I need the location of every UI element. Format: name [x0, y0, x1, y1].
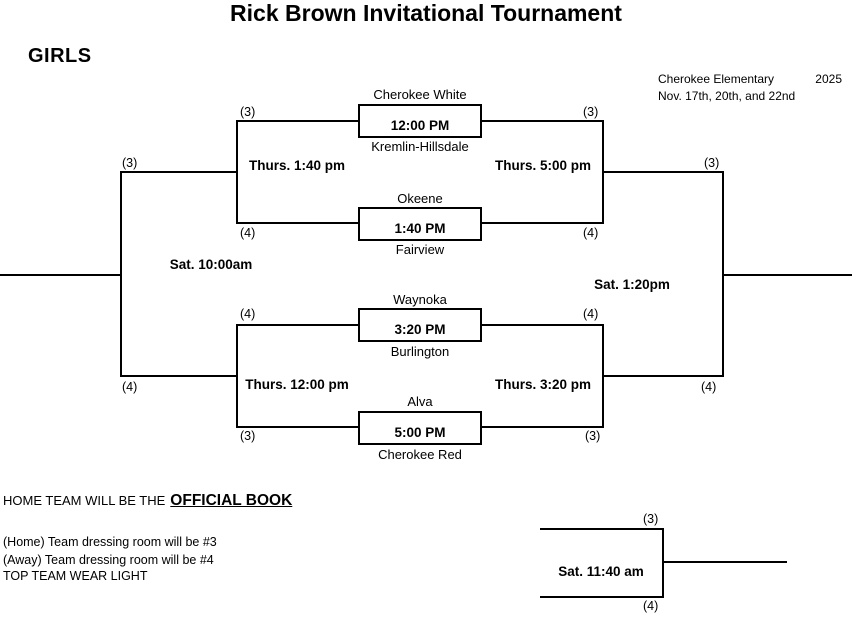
round2-label-left-bottom: Thurs. 12:00 pm — [245, 377, 349, 392]
seed-label: (4) — [583, 226, 599, 240]
bracket-line — [540, 596, 664, 598]
game-time: 5:00 PM — [394, 425, 446, 440]
bracket-line — [662, 528, 664, 598]
game-time: 12:00 PM — [390, 118, 450, 133]
year-label: 2025 — [815, 72, 842, 86]
seed-label: (4) — [122, 380, 138, 394]
seed-label: (4) — [583, 307, 599, 321]
seed-label: (3) — [704, 156, 720, 170]
game-time: 1:40 PM — [394, 221, 446, 236]
bracket-line — [662, 561, 787, 563]
bracket-line — [120, 375, 238, 377]
official-book-prefix: HOME TEAM WILL BE THE — [3, 493, 166, 508]
bracket-line — [0, 274, 120, 276]
seed-label: (3) — [583, 105, 599, 119]
team-name-bottom: Kremlin-Hillsdale — [371, 139, 469, 154]
game-box-4: 5:00 PM — [358, 411, 482, 445]
home-room-note: (Home) Team dressing room will be #3 — [3, 535, 217, 549]
seed-label: (4) — [240, 226, 256, 240]
seed-label: (4) — [643, 599, 659, 613]
bracket-line — [602, 171, 724, 173]
team-name-top: Okeene — [397, 191, 443, 206]
bracket-line — [120, 171, 122, 377]
team-name-top: Cherokee White — [373, 87, 467, 102]
team-name-top: Alva — [407, 394, 433, 409]
seed-label: (3) — [240, 105, 256, 119]
final-label-left: Sat. 10:00am — [169, 257, 253, 272]
seed-label: (3) — [122, 156, 138, 170]
official-book-note: HOME TEAM WILL BE THE OFFICIAL BOOK — [3, 492, 292, 510]
event-info: Cherokee Elementary 2025 Nov. 17th, 20th… — [658, 71, 842, 105]
team-name-bottom: Burlington — [390, 344, 450, 359]
bracket-line — [236, 222, 358, 224]
game-box-1: 12:00 PM — [358, 104, 482, 138]
seed-label: (3) — [240, 429, 256, 443]
round2-label-right-bottom: Thurs. 3:20 pm — [494, 377, 592, 392]
seed-label: (4) — [701, 380, 717, 394]
bracket-line — [602, 375, 724, 377]
page-title: Rick Brown Invitational Tournament — [230, 0, 622, 26]
dates-label: Nov. 17th, 20th, and 22nd — [658, 89, 796, 103]
official-book-emphasis: OFFICIAL BOOK — [170, 492, 293, 509]
bracket-line — [722, 274, 852, 276]
bracket-line — [482, 426, 604, 428]
round2-label-right-top: Thurs. 5:00 pm — [494, 158, 592, 173]
seed-label: (3) — [643, 512, 659, 526]
bracket-line — [482, 222, 604, 224]
bracket-line — [236, 120, 358, 122]
team-name-bottom: Fairview — [395, 242, 445, 257]
game-box-2: 1:40 PM — [358, 207, 482, 241]
bracket-line — [236, 426, 358, 428]
venue-label: Cherokee Elementary — [658, 72, 775, 86]
team-name-bottom: Cherokee Red — [378, 447, 462, 462]
game-box-3: 3:20 PM — [358, 308, 482, 342]
bracket-line — [236, 324, 358, 326]
seed-label: (3) — [585, 429, 601, 443]
uniform-note: TOP TEAM WEAR LIGHT — [3, 569, 148, 583]
bracket-line — [120, 171, 238, 173]
division-label: GIRLS — [28, 45, 92, 67]
consolation-label: Sat. 11:40 am — [558, 564, 644, 579]
seed-label: (4) — [240, 307, 256, 321]
bracket-line — [482, 120, 604, 122]
game-time: 3:20 PM — [394, 322, 446, 337]
final-label-right: Sat. 1:20pm — [594, 277, 670, 292]
team-name-top: Waynoka — [393, 292, 447, 307]
bracket-line — [482, 324, 604, 326]
away-room-note: (Away) Team dressing room will be #4 — [3, 553, 214, 567]
round2-label-left-top: Thurs. 1:40 pm — [248, 158, 346, 173]
bracket-line — [540, 528, 664, 530]
